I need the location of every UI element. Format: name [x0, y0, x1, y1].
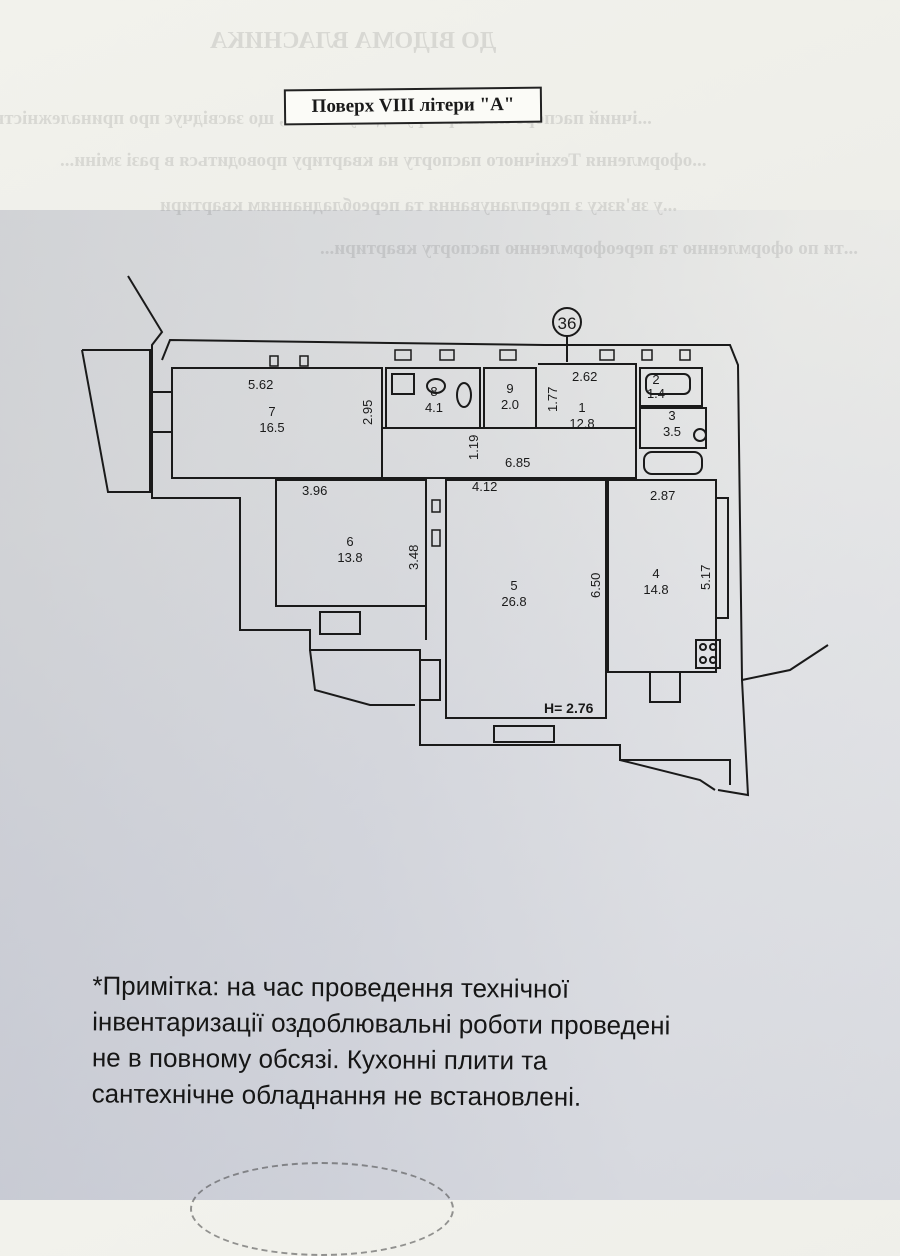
outer-wall: [717, 679, 750, 797]
room-area: 26.8: [501, 594, 526, 609]
dim-label: 3.96: [302, 483, 327, 498]
room-number: 3: [668, 408, 675, 423]
outer-wall: [127, 275, 731, 785]
dim-label: 5.17: [698, 565, 713, 590]
room-area: 14.8: [643, 582, 668, 597]
note-line: інвентаризації оздоблювальні роботи пров…: [92, 1006, 671, 1041]
room-area: 3.5: [663, 424, 681, 439]
window-icon: [419, 659, 441, 701]
ceiling-height: H= 2.76: [544, 700, 594, 716]
room-area: 2.0: [501, 397, 519, 412]
room-3-outline: [639, 407, 707, 449]
dim-label: 2.62: [572, 369, 597, 384]
room-number: 2: [652, 372, 659, 387]
outer-wall: [545, 344, 829, 682]
sink-icon: [391, 373, 415, 395]
dim-label: 6.85: [505, 455, 530, 470]
bathtub-icon: [643, 451, 703, 475]
sink-icon: [693, 428, 707, 442]
room-number: 9: [506, 381, 513, 396]
window-icon: [151, 391, 173, 433]
dim-label: 1.77: [545, 387, 560, 412]
note-line: не в повному обсязі. Кухонні плити та: [91, 1042, 548, 1076]
room-number: 7: [268, 404, 275, 419]
sink-icon: [426, 378, 446, 394]
dim-label: 1.19: [466, 435, 481, 460]
stamp-seal: [190, 1162, 454, 1256]
axis-number: 36: [558, 314, 577, 333]
room-number: 5: [510, 578, 517, 593]
outer-wall: [619, 759, 716, 791]
room-area: 12.8: [569, 416, 594, 431]
window-icon: [493, 725, 555, 743]
remark-note: *Примітка: на час проведення технічної і…: [92, 967, 833, 1116]
note-line: *Примітка: на час проведення технічної: [92, 970, 570, 1004]
window-icon: [319, 611, 361, 635]
room-number: 4: [652, 566, 659, 581]
floor-plan: 36 5.62 2.95 1.77 2.62 1.19 6.85 3.96 4.…: [81, 275, 829, 797]
dim-label: 4.12: [472, 479, 497, 494]
hall-outline: [381, 427, 637, 479]
toilet-icon: [456, 382, 472, 408]
outer-wall: [161, 338, 546, 361]
dim-label: 6.50: [588, 573, 603, 598]
room-area: 4.1: [425, 400, 443, 415]
note-line: сантехнічне обладнання не встановлені.: [91, 1078, 582, 1112]
window-icon: [649, 671, 681, 703]
outer-wall: [309, 649, 415, 706]
room-number: 8: [430, 384, 437, 399]
outer-wall: [81, 349, 151, 493]
stove-icon: [695, 639, 721, 669]
room-area: 16.5: [259, 420, 284, 435]
dim-label: 2.95: [360, 400, 375, 425]
dim-label: 2.87: [650, 488, 675, 503]
room-5-outline: [445, 479, 607, 719]
room-area: 13.8: [337, 550, 362, 565]
room-number: 1: [578, 400, 585, 415]
room-number: 6: [346, 534, 353, 549]
bathtub-icon: [645, 373, 691, 395]
room-2-outline: [639, 367, 703, 407]
dim-label: 3.48: [406, 545, 421, 570]
dim-label: 5.62: [248, 377, 273, 392]
room-area: 1.4: [647, 386, 665, 401]
window-icon: [715, 497, 729, 619]
